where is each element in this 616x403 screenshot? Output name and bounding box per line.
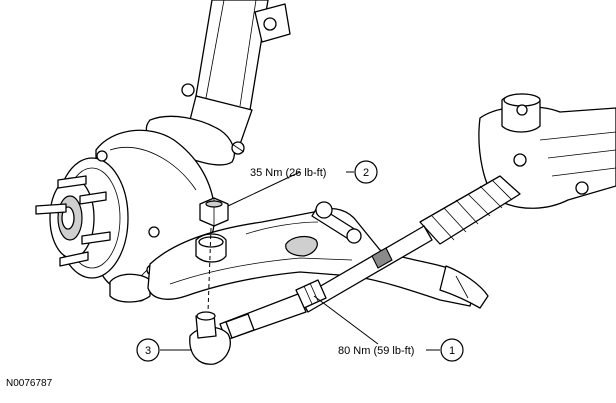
stabilizer-link bbox=[311, 201, 362, 244]
strut-assembly bbox=[145, 0, 291, 166]
tie-rod-end-nut bbox=[199, 197, 229, 227]
wheel-studs bbox=[35, 175, 111, 267]
callout-3-circle bbox=[136, 338, 160, 362]
callout-1-torque-label: 80 Nm (59 lb-ft) bbox=[338, 345, 414, 357]
callout-1-circle bbox=[440, 338, 464, 362]
callout-2-torque-label: 35 Nm (26 lb-ft) bbox=[250, 167, 326, 179]
callout-3: 3 bbox=[136, 338, 192, 362]
lower-control-arm bbox=[147, 207, 489, 309]
callout-1: 80 Nm (59 lb-ft) 1 bbox=[313, 295, 464, 362]
callout-2-circle bbox=[354, 160, 378, 184]
callout-3-number: 3 bbox=[145, 345, 151, 357]
callout-2-number: 2 bbox=[363, 167, 369, 179]
tie-rod-end bbox=[189, 293, 307, 365]
callout-2: 35 Nm (26 lb-ft) 2 bbox=[227, 160, 378, 207]
assembly-axis-line bbox=[207, 227, 212, 313]
callout-1-number: 1 bbox=[449, 345, 455, 357]
figure-id: N0076787 bbox=[6, 378, 53, 389]
